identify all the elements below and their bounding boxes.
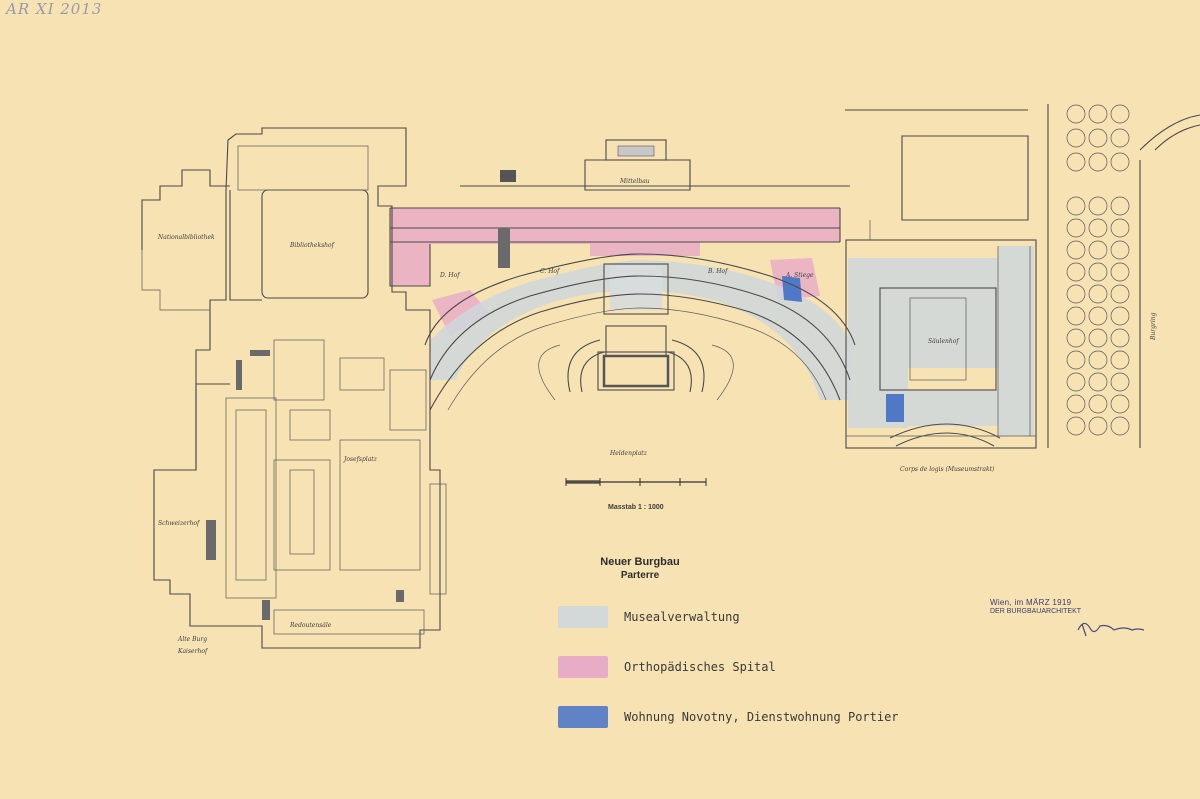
wall-fills xyxy=(206,228,510,620)
tree-symbol xyxy=(1110,372,1130,392)
legend-swatch-residence xyxy=(558,706,608,728)
tree-symbol xyxy=(1110,152,1130,172)
tree-symbol xyxy=(1088,104,1108,124)
label-redoutensaele: Redoutensäle xyxy=(290,622,332,629)
label-nationalbibliothek: Nationalbibliothek xyxy=(158,234,215,241)
tree-symbol xyxy=(1066,218,1086,238)
label-kaiserhof: Kaiserhof xyxy=(178,648,208,655)
scale-bar xyxy=(565,478,707,486)
legend-label-museum: Musealverwaltung xyxy=(624,610,740,624)
tree-symbol xyxy=(1066,372,1086,392)
scale-label: Masstab 1 : 1000 xyxy=(608,504,664,511)
tree-symbol xyxy=(1066,240,1086,260)
tree-symbol xyxy=(1088,328,1108,348)
upper-right-block xyxy=(845,109,1029,241)
drawing-title: Neuer Burgbau Parterre xyxy=(600,556,680,581)
label-alte-burg: Alte Burg xyxy=(178,636,208,643)
burgring-trees xyxy=(1047,104,1200,448)
tree-symbol xyxy=(1110,104,1130,124)
label-d-hof: D. Hof xyxy=(440,272,460,279)
tree-symbol xyxy=(1066,284,1086,304)
tree-symbol xyxy=(1088,394,1108,414)
legend-item-residence: Wohnung Novotny, Dienstwohnung Portier xyxy=(558,706,899,728)
tree-symbol xyxy=(1088,350,1108,370)
legend-item-museum: Musealverwaltung xyxy=(558,606,740,628)
title-line-2: Parterre xyxy=(620,570,660,581)
label-josefsplatz: Josefsplatz xyxy=(344,456,377,463)
label-saeulenhof: Säulenhof xyxy=(928,338,959,345)
tree-symbol xyxy=(1066,416,1086,436)
signature-block: Wien, im MÄRZ 1919 DER BURGBAUARCHITEKT xyxy=(990,598,1140,615)
tree-symbol xyxy=(1110,218,1130,238)
old-hofburg xyxy=(141,127,447,649)
tree-symbol xyxy=(1110,128,1130,148)
tree-symbol xyxy=(1110,416,1130,436)
label-burgring: Burgring xyxy=(1150,312,1157,340)
label-b-hof: B. Hof xyxy=(708,268,728,275)
title-line-1: Neuer Burgbau xyxy=(600,556,680,568)
corps-de-logis xyxy=(845,239,1037,449)
tree-symbol xyxy=(1110,394,1130,414)
label-corps-de-logis: Corps de logis (Museumstrakt) xyxy=(900,466,995,473)
legend-label-residence: Wohnung Novotny, Dienstwohnung Portier xyxy=(624,710,899,724)
tree-symbol xyxy=(1088,152,1108,172)
tree-symbol xyxy=(1110,306,1130,326)
mittelbau-north xyxy=(460,139,850,191)
central-pavilion xyxy=(538,263,734,401)
legend-swatch-hospital xyxy=(558,656,608,678)
label-c-hof: C. Hof xyxy=(540,268,560,275)
label-schweizerhof: Schweizerhof xyxy=(158,520,200,527)
tree-symbol xyxy=(1066,394,1086,414)
tree-symbol xyxy=(1110,350,1130,370)
tree-symbol xyxy=(1066,196,1086,216)
legend-item-hospital: Orthopädisches Spital xyxy=(558,656,776,678)
neue-burg-arc xyxy=(424,253,856,411)
tree-symbol xyxy=(1110,284,1130,304)
tree-symbol xyxy=(1088,128,1108,148)
tree-symbol xyxy=(1110,328,1130,348)
tree-symbol xyxy=(1088,372,1108,392)
tree-symbol xyxy=(1110,240,1130,260)
tree-symbol xyxy=(1088,262,1108,282)
tree-symbol xyxy=(1088,416,1108,436)
label-bibliothekshof: Bibliothekshof xyxy=(290,242,334,249)
tree-symbol xyxy=(1110,196,1130,216)
tree-symbol xyxy=(1088,218,1108,238)
label-mittelbau: Mittelbau xyxy=(620,178,650,185)
label-heldenplatz: Heldenplatz xyxy=(610,450,647,457)
tree-symbol xyxy=(1066,350,1086,370)
tree-symbol xyxy=(1066,128,1086,148)
archive-number: AR XI 2013 xyxy=(6,0,103,18)
tree-symbol xyxy=(1110,262,1130,282)
tree-symbol xyxy=(1066,152,1086,172)
tree-symbol xyxy=(1066,262,1086,282)
tree-symbol xyxy=(1088,306,1108,326)
legend-swatch-museum xyxy=(558,606,608,628)
tree-symbol xyxy=(1066,104,1086,124)
tree-symbol xyxy=(1088,196,1108,216)
label-a-stiege: A. Stiege xyxy=(786,272,814,279)
signature-role: DER BURGBAUARCHITEKT xyxy=(990,608,1082,615)
tree-symbol xyxy=(1088,240,1108,260)
architect-signature xyxy=(1077,622,1145,637)
tree-symbol xyxy=(1066,306,1086,326)
tree-symbol xyxy=(1088,284,1108,304)
signature-date: Wien, im MÄRZ 1919 xyxy=(990,598,1072,607)
tree-symbol xyxy=(1066,328,1086,348)
legend-label-hospital: Orthopädisches Spital xyxy=(624,660,776,674)
